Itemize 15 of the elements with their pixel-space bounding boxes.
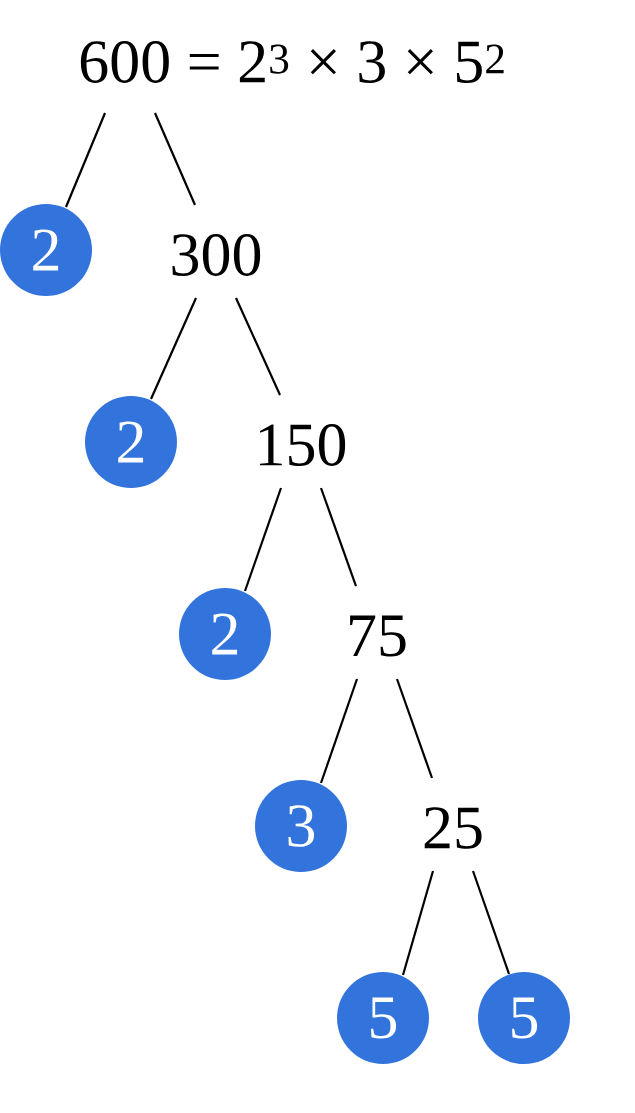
branch-line: [150, 297, 197, 400]
number-label: 300: [172, 234, 261, 276]
branch-line: [65, 112, 106, 208]
number-label: 75: [350, 615, 406, 657]
branch-line: [395, 678, 434, 779]
number-label: 25: [424, 807, 482, 849]
number-label: 150: [259, 424, 346, 466]
branch-line: [235, 297, 281, 396]
branch-line: [319, 487, 358, 587]
branch-line: [471, 870, 511, 975]
branch-line: [243, 487, 283, 592]
equation-heading: 600 = 2$^{3}$ × 3 × 5$^{2}$: [80, 41, 504, 83]
branch-line: [154, 112, 196, 206]
branch-line: [401, 870, 435, 976]
branch-line: [319, 678, 359, 784]
